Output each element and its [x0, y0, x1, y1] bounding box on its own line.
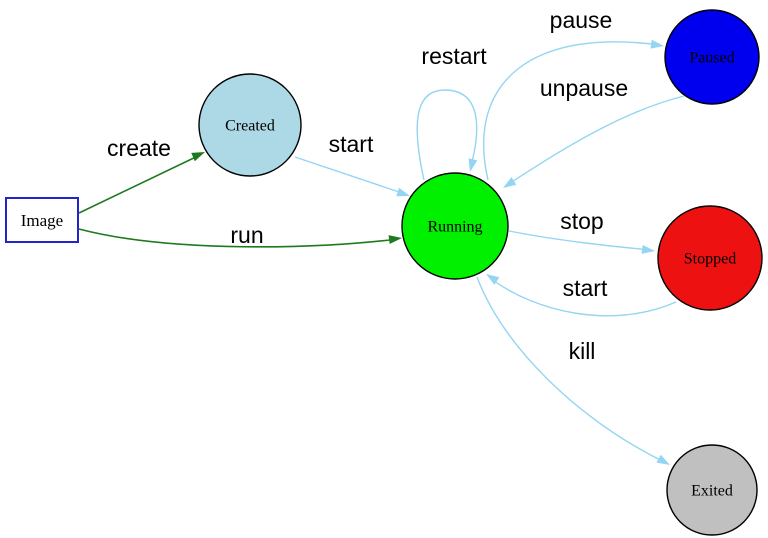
- created-circle: [198, 73, 302, 177]
- edge-run-label: run: [230, 222, 263, 248]
- edge-restart: restart: [416, 43, 487, 181]
- edge-run-line: [78, 228, 399, 248]
- edge-pause-label: pause: [550, 7, 613, 33]
- stopped-circle: [657, 205, 763, 311]
- edge-start-created-line: [294, 156, 406, 195]
- node-image: Image: [5, 197, 79, 243]
- edge-stop-label: stop: [560, 208, 603, 234]
- created-label: Created: [225, 118, 275, 135]
- edge-create-line: [78, 154, 201, 214]
- edge-start-created-arrowhead: [396, 187, 410, 197]
- edge-start-stopped-label: start: [563, 275, 608, 301]
- edge-pause-line: [483, 41, 660, 181]
- edge-kill-label: kill: [569, 338, 596, 364]
- edge-kill-arrowhead: [656, 454, 670, 465]
- edge-unpause-line: [506, 95, 685, 186]
- node-stopped: Stopped: [657, 205, 763, 311]
- paused-circle: [664, 9, 760, 105]
- node-running: Running: [401, 172, 509, 280]
- edge-restart-arrowhead: [468, 158, 478, 172]
- edge-stop: stop: [508, 208, 655, 254]
- edge-create-arrowhead: [191, 152, 205, 162]
- node-exited: Exited: [666, 444, 758, 536]
- edge-stop-line: [508, 230, 651, 251]
- edge-start-stopped: start: [486, 274, 677, 317]
- edge-pause: pause: [483, 7, 664, 181]
- paused-label: Paused: [689, 50, 734, 67]
- exited-circle: [666, 444, 758, 536]
- edge-kill-line: [476, 276, 665, 463]
- running-circle: [401, 172, 509, 280]
- edge-kill: kill: [476, 276, 670, 465]
- edge-start-created-label: start: [329, 131, 374, 157]
- edge-stop-arrowhead: [641, 244, 655, 254]
- edge-start-stopped-arrowhead: [486, 274, 500, 285]
- edge-run: run: [78, 222, 402, 248]
- edge-start-stopped-line: [489, 277, 677, 317]
- stopped-label: Stopped: [684, 251, 736, 268]
- image-rect: [5, 197, 79, 243]
- edge-pause-arrowhead: [650, 39, 664, 49]
- node-paused: Paused: [664, 9, 760, 105]
- edge-run-arrowhead: [388, 235, 402, 245]
- edge-restart-line: [416, 89, 478, 181]
- edge-unpause-label: unpause: [540, 75, 628, 101]
- exited-label: Exited: [691, 483, 733, 500]
- running-label: Running: [427, 219, 482, 236]
- edge-unpause-arrowhead: [503, 177, 517, 188]
- edge-unpause: unpause: [503, 75, 685, 188]
- edge-create: create: [78, 135, 205, 214]
- edge-restart-label: restart: [421, 43, 487, 69]
- edge-create-label: create: [107, 135, 171, 161]
- image-label: Image: [21, 211, 63, 230]
- edge-start-created: start: [294, 131, 410, 197]
- node-created: Created: [198, 73, 302, 177]
